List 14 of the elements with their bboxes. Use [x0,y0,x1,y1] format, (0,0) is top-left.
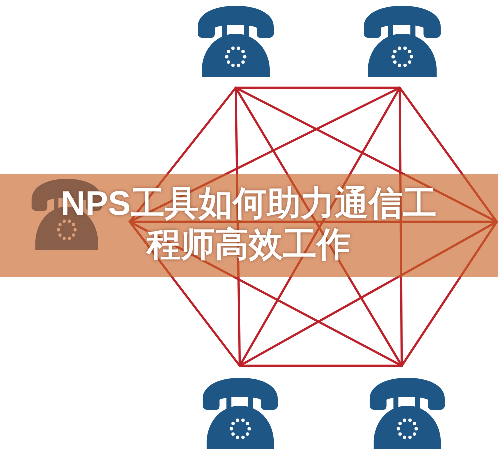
connection-line [400,220,498,368]
connection-line [398,86,498,224]
connection-line [238,220,498,368]
telephone-icon [196,5,276,77]
connection-line [128,86,402,224]
connection-line [128,220,404,368]
telephone-icon [201,377,280,449]
connection-line [128,86,238,224]
connection-line [398,86,404,368]
telephone-icon [368,377,447,449]
connection-line [238,364,404,368]
telephone-icon [362,5,443,77]
connection-line [234,86,402,90]
connection-line [128,220,242,368]
